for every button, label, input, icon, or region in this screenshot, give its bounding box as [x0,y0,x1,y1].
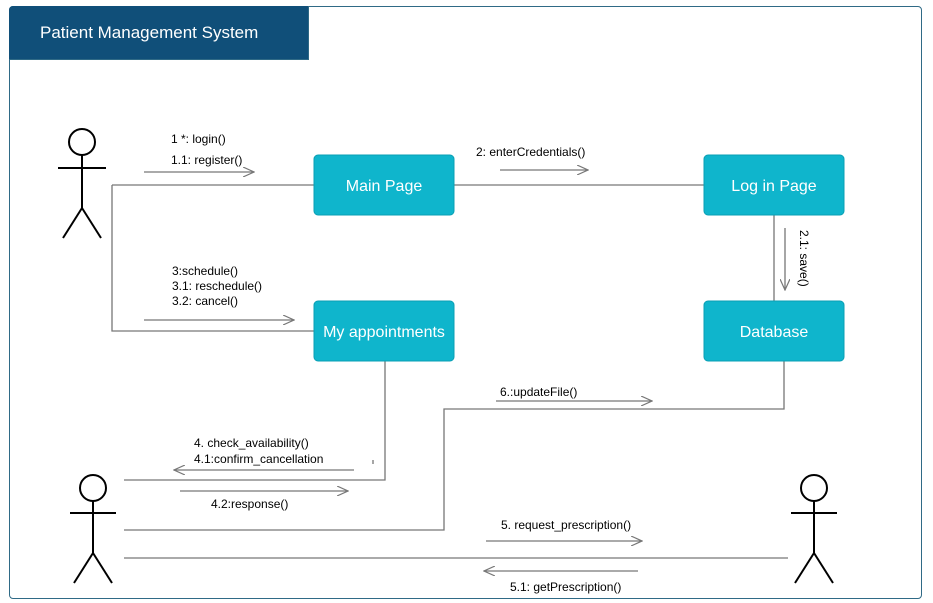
msg-get-prescription: 5.1: getPrescription() [510,580,621,594]
node-database-label: Database [740,324,809,341]
node-main-page-label: Main Page [346,178,423,195]
actor-patient-top [58,128,106,239]
msg-check-availability: 4. check_availability() [194,436,309,450]
msg-login: 1 *: login() [171,132,226,146]
link-actor1-appointments [111,185,314,332]
node-my-appointments[interactable]: My appointments [313,300,455,362]
msg-save: 2.1: save() [797,230,811,287]
msg-confirm-cancellation: 4.1:confirm_cancellation [194,452,323,466]
msg-response: 4.2:response() [211,497,288,511]
actor-patient-bottom [70,474,116,584]
msg-request-prescription: 5. request_prescription() [501,518,631,532]
node-database[interactable]: Database [703,300,845,362]
link-database-actor2 [124,361,785,531]
link-appointments-actor2 [124,361,386,481]
msg-cancel: 3.2: cancel() [172,294,238,308]
node-login-page-label: Log in Page [731,178,817,195]
node-login-page[interactable]: Log in Page [703,154,845,216]
node-main-page[interactable]: Main Page [313,154,455,216]
node-my-appointments-label: My appointments [323,324,445,341]
diagram-title: Patient Management System [9,6,309,60]
msg-register: 1.1: register() [171,153,242,167]
msg-schedule: 3:schedule() [172,264,238,278]
msg-enter-credentials: 2: enterCredentials() [476,145,585,159]
actor-doctor [791,474,837,584]
msg-update-file: 6.:updateFile() [500,385,577,399]
msg-reschedule: 3.1: reschedule() [172,279,262,293]
